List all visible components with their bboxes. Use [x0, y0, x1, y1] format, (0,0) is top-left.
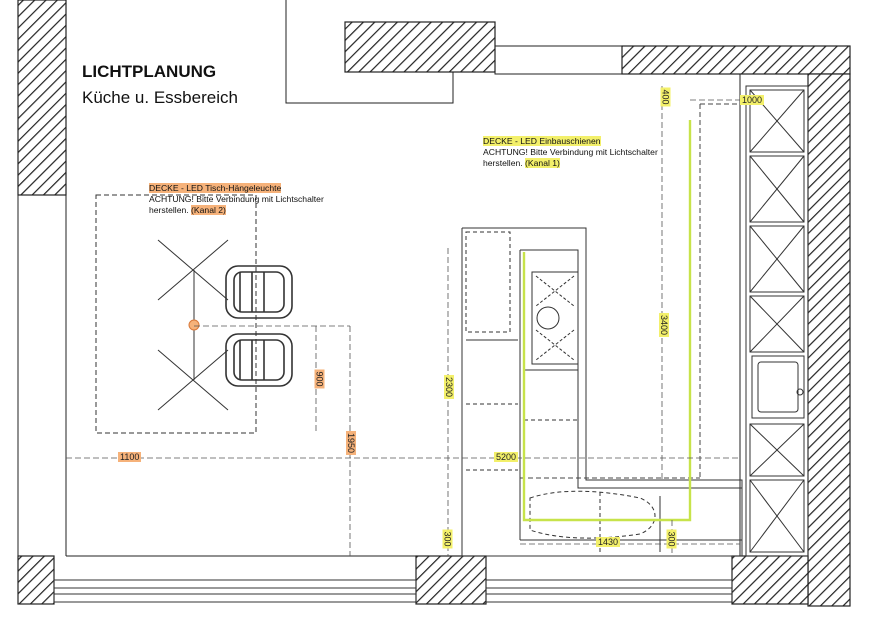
pendant-light-marker [188, 319, 200, 331]
wall-top-right [621, 45, 851, 75]
window-bottom [53, 579, 733, 603]
chair-bottom [225, 333, 293, 387]
dim-1000: 1000 [740, 95, 765, 105]
note-table-light-heading: DECKE - LED Tisch-Hängeleuchte [149, 183, 282, 193]
dim-400: 400 [660, 87, 671, 107]
wall-right [807, 73, 851, 607]
note-rails-warning: ACHTUNG! Bitte Verbindung mit Lichtschal… [483, 147, 658, 157]
note-rails-heading: DECKE - LED Einbauschienen [483, 136, 601, 146]
dim-900: 900 [314, 369, 325, 389]
led-rail [522, 120, 692, 522]
note-table-light-instruction: herstellen. [149, 205, 189, 215]
note-table-light-warning: ACHTUNG! Bitte Verbindung mit Lichtschal… [149, 194, 324, 204]
dining-area [95, 194, 293, 434]
wall-left-upper [17, 0, 67, 196]
dim-300-right: 300 [666, 529, 677, 549]
dim-300-left: 300 [442, 529, 453, 549]
dim-2300: 2300 [444, 374, 455, 400]
page-title: LICHTPLANUNG [82, 62, 217, 81]
upper-lines [285, 0, 623, 104]
note-rails: DECKE - LED Einbauschienen ACHTUNG! Bitt… [483, 136, 658, 169]
wall-cabinets [520, 103, 740, 480]
dim-3400: 3400 [659, 312, 670, 338]
note-table-light-channel: (Kanal 2) [191, 205, 226, 215]
note-table-light: DECKE - LED Tisch-Hängeleuchte ACHTUNG! … [149, 183, 324, 216]
walls [17, 0, 851, 607]
dim-1430: 1430 [596, 537, 621, 547]
dim-1100: 1100 [118, 452, 142, 462]
wall-bottom-left [17, 555, 55, 605]
dim-5200: 5200 [494, 452, 519, 462]
page-subtitle: Küche u. Essbereich [82, 88, 238, 107]
wall-top-block [344, 21, 496, 73]
wall-bottom-right [731, 555, 809, 605]
dim-1950: 1950 [346, 430, 357, 456]
tall-cabinets [745, 85, 809, 557]
chair-top [225, 265, 293, 319]
note-rails-channel: (Kanal 1) [525, 158, 560, 168]
wall-bottom-mid [415, 555, 487, 605]
note-rails-instruction: herstellen. [483, 158, 523, 168]
kitchen-counters [461, 227, 743, 557]
led-rail-kitchen [522, 120, 692, 522]
